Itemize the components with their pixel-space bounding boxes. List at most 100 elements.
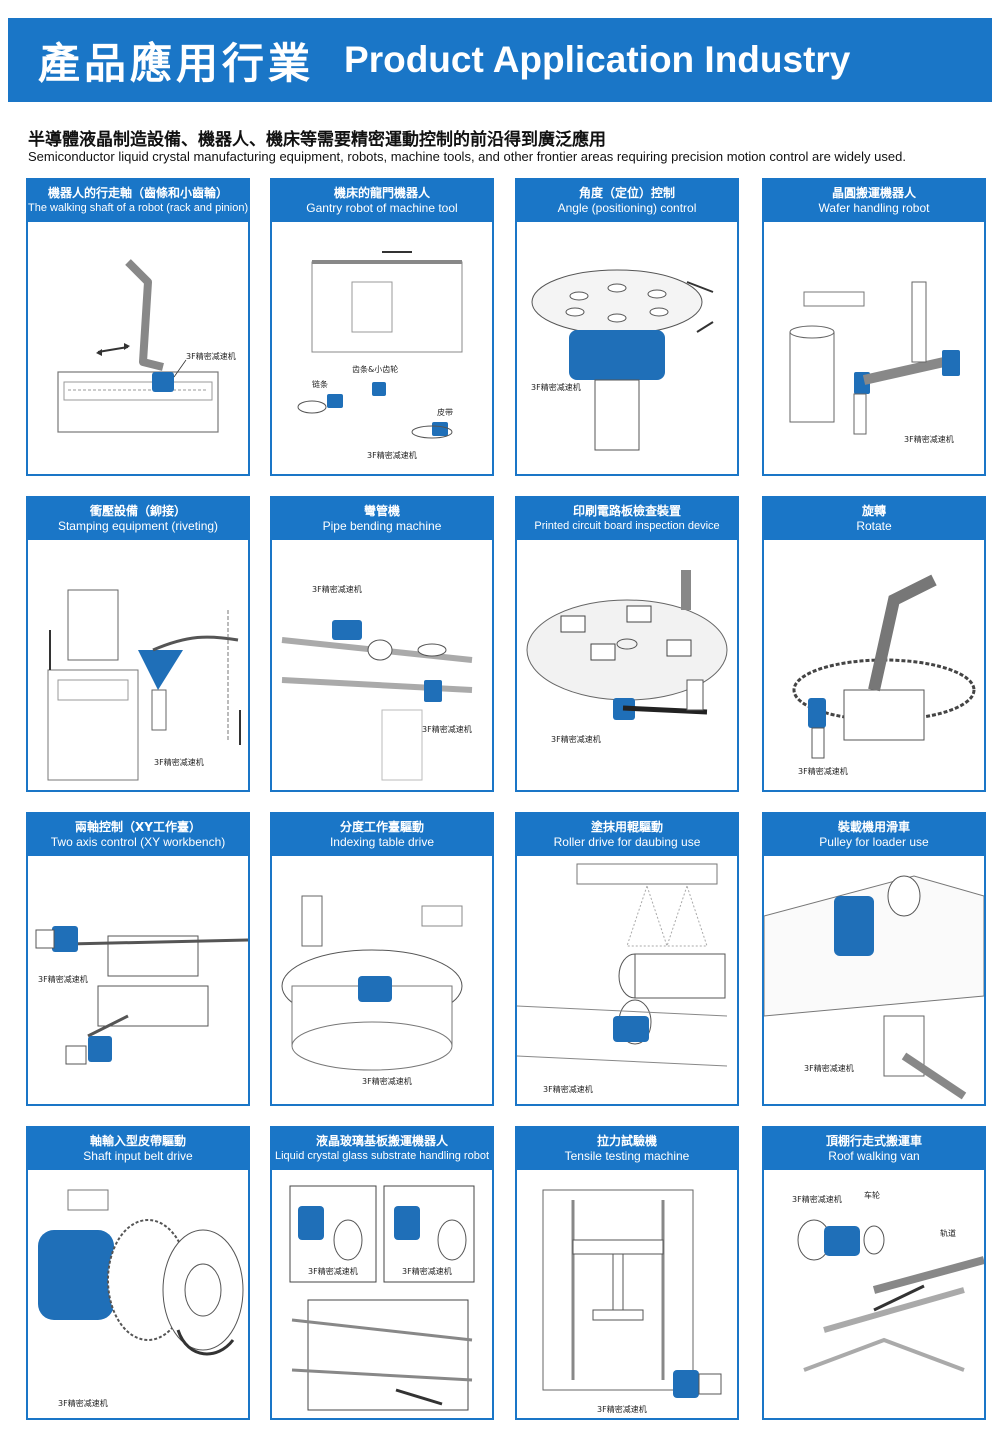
card-header: 裝載機用滑車 Pulley for loader use (764, 814, 984, 856)
robot-rail-icon: 3F精密减速机 (57, 259, 236, 433)
card-pipe-bending: 彎管機 Pipe bending machine 3F精密减速机 3F精密减速机 (270, 496, 494, 792)
card-header: 角度（定位）控制 Angle (positioning) control (517, 180, 737, 222)
press-icon: 3F精密减速机 (47, 589, 241, 781)
reducer-label: 3F精密减速机 (362, 1076, 412, 1086)
rotate-arm-icon: 3F精密减速机 (792, 574, 976, 776)
card-angle-control: 角度（定位）控制 Angle (positioning) control 3F精… (515, 178, 739, 476)
roof-van-icon: 3F精密减速机 车轮 轨道 (792, 1190, 984, 1372)
card-title-en: Printed circuit board inspection device (534, 520, 720, 532)
track-label: 轨道 (940, 1228, 956, 1238)
card-header: 衝壓設備（鉚接） Stamping equipment (riveting) (28, 498, 248, 540)
card-title-en: Pulley for loader use (819, 835, 929, 849)
card-stamping-equipment: 衝壓設備（鉚接） Stamping equipment (riveting) 3… (26, 496, 250, 792)
card-title-zh: 印刷電路板檢查裝置 (572, 504, 681, 518)
page-title-en: Product Application Industry (344, 39, 851, 80)
card-title-en: Pipe bending machine (322, 519, 442, 533)
card-header: 軸輸入型皮帶驅動 Shaft input belt drive (28, 1128, 248, 1170)
card-title-en: Liquid crystal glass substrate handling … (274, 1150, 489, 1162)
reducer-label-2: 3F精密减速机 (422, 724, 472, 734)
card-title-zh: 裝載機用滑車 (837, 820, 910, 834)
card-tensile-testing: 拉力試驗機 Tensile testing machine 3F精密减速机 (515, 1126, 739, 1420)
card-title-en: Stamping equipment (riveting) (57, 519, 219, 533)
loader-pulley-icon: 3F精密减速机 (764, 875, 984, 1100)
reducer-label: 3F精密减速机 (312, 584, 362, 594)
card-header: 拉力試驗機 Tensile testing machine (517, 1128, 737, 1170)
rack-pinion-label: 齿条&小齿轮 (352, 364, 398, 374)
roller-icon: 3F精密减速机 (517, 863, 728, 1094)
belt-drive-icon: 3F精密减速机 (38, 1189, 244, 1408)
card-shaft-belt-drive: 軸輸入型皮帶驅動 Shaft input belt drive 3F精密减速机 (26, 1126, 250, 1420)
card-roller-drive: 塗抹用輥驅動 Roller drive for daubing use 3F精密… (515, 812, 739, 1106)
reducer-label: 3F精密减速机 (804, 1063, 854, 1073)
reducer-label: 3F精密减速机 (154, 757, 204, 767)
reducer-label: 3F精密减速机 (543, 1084, 593, 1094)
card-header: 晶圓搬運機器人 Wafer handling robot (764, 180, 984, 222)
card-title-en: Wafer handling robot (818, 201, 930, 215)
card-title-en: The walking shaft of a robot (rack and p… (28, 202, 249, 214)
card-gantry-robot: 機床的龍門機器人 Gantry robot of machine tool 齿条… (270, 178, 494, 476)
card-pcb-inspection: 印刷電路板檢查裝置 Printed circuit board inspecti… (515, 496, 739, 792)
card-header: 兩軸控制（XY工作臺） Two axis control (XY workben… (28, 814, 248, 856)
reducer-label: 3F精密减速机 (792, 1194, 842, 1204)
card-title-zh: 頂棚行走式搬運車 (825, 1134, 922, 1148)
card-header: 塗抹用輥驅動 Roller drive for daubing use (517, 814, 737, 856)
card-title-zh: 拉力試驗機 (596, 1134, 657, 1148)
wheel-label: 车轮 (864, 1190, 880, 1200)
reducer-label: 3F精密减速机 (551, 734, 601, 744)
xy-table-icon: 3F精密减速机 (35, 926, 248, 1065)
card-title-en: Shaft input belt drive (83, 1149, 193, 1163)
card-title-zh: 晶圓搬運機器人 (831, 186, 916, 200)
reducer-label: 3F精密减速机 (531, 382, 581, 392)
card-two-axis-control: 兩軸控制（XY工作臺） Two axis control (XY workben… (26, 812, 250, 1106)
header-banner: 產品應用行業 Product Application Industry (8, 18, 992, 102)
glass-robot-icon: 3F精密减速机 3F精密减速机 (289, 1185, 475, 1411)
rotary-table-icon: 3F精密减速机 (531, 269, 714, 451)
reducer-label: 3F精密减速机 (367, 450, 417, 460)
card-title-en: Angle (positioning) control (557, 201, 697, 215)
card-header: 印刷電路板檢查裝置 Printed circuit board inspecti… (517, 498, 737, 540)
card-header: 彎管機 Pipe bending machine (272, 498, 492, 540)
card-title-zh: 塗抹用輥驅動 (590, 820, 663, 834)
card-header: 旋轉 Rotate (764, 498, 984, 540)
card-title-zh: 軸輸入型皮帶驅動 (89, 1134, 186, 1148)
card-title-zh: 旋轉 (861, 504, 886, 518)
belt-label: 皮带 (437, 407, 453, 417)
pipe-bender-icon: 3F精密减速机 3F精密减速机 (281, 584, 473, 781)
card-title-zh: 液晶玻璃基板搬運機器人 (315, 1134, 448, 1148)
gantry-icon: 齿条&小齿轮 链条 皮带 3F精密减速机 (297, 251, 463, 460)
reducer-label: 3F精密减速机 (597, 1404, 647, 1414)
card-rotate: 旋轉 Rotate 3F精密减速机 (762, 496, 986, 792)
card-title-zh: 角度（定位）控制 (578, 186, 675, 200)
intro-text-zh: 半導體液晶制造設備、機器人、機床等需要精密運動控制的前沿得到廣泛應用 (28, 130, 606, 150)
card-title-en: Gantry robot of machine tool (306, 201, 458, 215)
card-header: 液晶玻璃基板搬運機器人 Liquid crystal glass substra… (272, 1128, 492, 1170)
indexing-table-icon: 3F精密减速机 (281, 895, 463, 1086)
card-title-zh: 衝壓設備（鉚接） (89, 504, 186, 518)
reducer-label: 3F精密减速机 (38, 974, 88, 984)
card-title-zh: 機床的龍門機器人 (333, 186, 430, 200)
card-robot-walking-shaft: 機器人的行走軸（齒條和小齒輪） The walking shaft of a r… (26, 178, 250, 476)
pcb-inspection-icon: 3F精密减速机 (526, 570, 728, 744)
card-header: 機器人的行走軸（齒條和小齒輪） The walking shaft of a r… (28, 180, 248, 222)
card-indexing-table: 分度工作臺驅動 Indexing table drive 3F精密减速机 (270, 812, 494, 1106)
card-loader-pulley: 裝載機用滑車 Pulley for loader use 3F精密减速机 (762, 812, 986, 1106)
wafer-robot-icon: 3F精密减速机 (789, 281, 960, 444)
card-title-zh: 機器人的行走軸（齒條和小齒輪） (47, 186, 228, 200)
card-wafer-handling: 晶圓搬運機器人 Wafer handling robot 3F精密减速机 (762, 178, 986, 476)
card-title-en: Two axis control (XY workbench) (50, 835, 226, 849)
card-title-zh: 分度工作臺驅動 (339, 820, 424, 834)
card-title-zh: 彎管機 (363, 504, 400, 518)
card-title-en: Rotate (856, 519, 892, 533)
reducer-label: 3F精密减速机 (798, 766, 848, 776)
card-title-en: Indexing table drive (329, 835, 435, 849)
card-glass-substrate-robot: 液晶玻璃基板搬運機器人 Liquid crystal glass substra… (270, 1126, 494, 1420)
card-roof-walking-van: 頂棚行走式搬運車 Roof walking van 3F精密减速机 车轮 轨道 (762, 1126, 986, 1420)
card-title-en: Roller drive for daubing use (553, 835, 701, 849)
tensile-tester-icon: 3F精密减速机 (542, 1189, 722, 1414)
card-title-en: Tensile testing machine (564, 1149, 690, 1163)
card-title-en: Roof walking van (828, 1149, 920, 1163)
card-title-zh: 兩軸控制（XY工作臺） (75, 820, 201, 834)
card-header: 分度工作臺驅動 Indexing table drive (272, 814, 492, 856)
chain-label: 链条 (312, 379, 328, 389)
card-header: 頂棚行走式搬運車 Roof walking van (764, 1128, 984, 1170)
